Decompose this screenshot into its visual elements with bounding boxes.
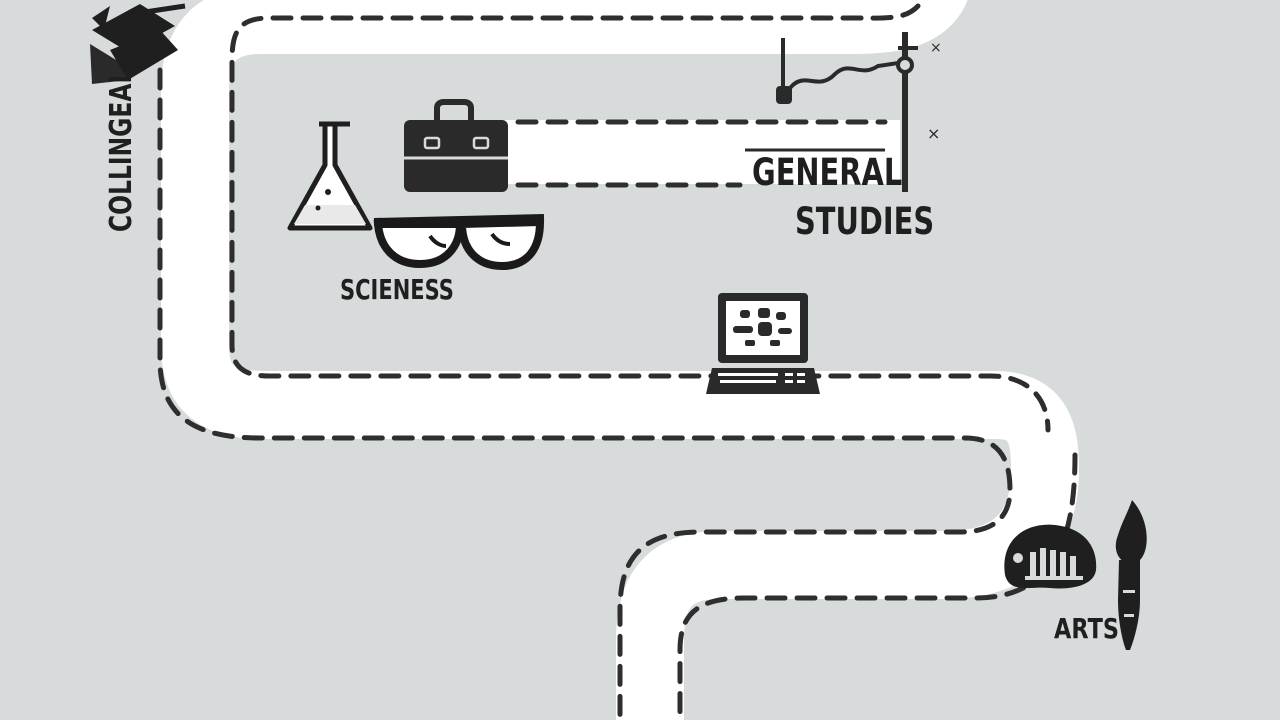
road-dashes — [157, 3, 1078, 720]
palette-icon — [1004, 524, 1097, 589]
dash-lower — [677, 452, 1078, 720]
laptop-icon — [706, 293, 820, 394]
general-label: GENERAL — [752, 151, 903, 194]
briefcase-icon — [404, 99, 508, 192]
chart-icon: × × — [745, 32, 942, 192]
graduation-cap-icon — [90, 3, 186, 84]
dash-outer — [229, 3, 1051, 433]
flask-icon — [287, 121, 373, 231]
dash-inner — [157, 67, 1013, 720]
collegial-label: COLLINGEAL — [104, 68, 139, 232]
glasses-icon — [373, 214, 545, 271]
svg-text:×: × — [930, 40, 942, 56]
svg-text:×: × — [927, 124, 940, 143]
studies-label: STUDIES — [795, 200, 935, 243]
sciences-label: SCIENESS — [340, 273, 454, 306]
arts-label: ARTS — [1054, 612, 1119, 645]
paintbrush-icon — [1115, 500, 1147, 650]
